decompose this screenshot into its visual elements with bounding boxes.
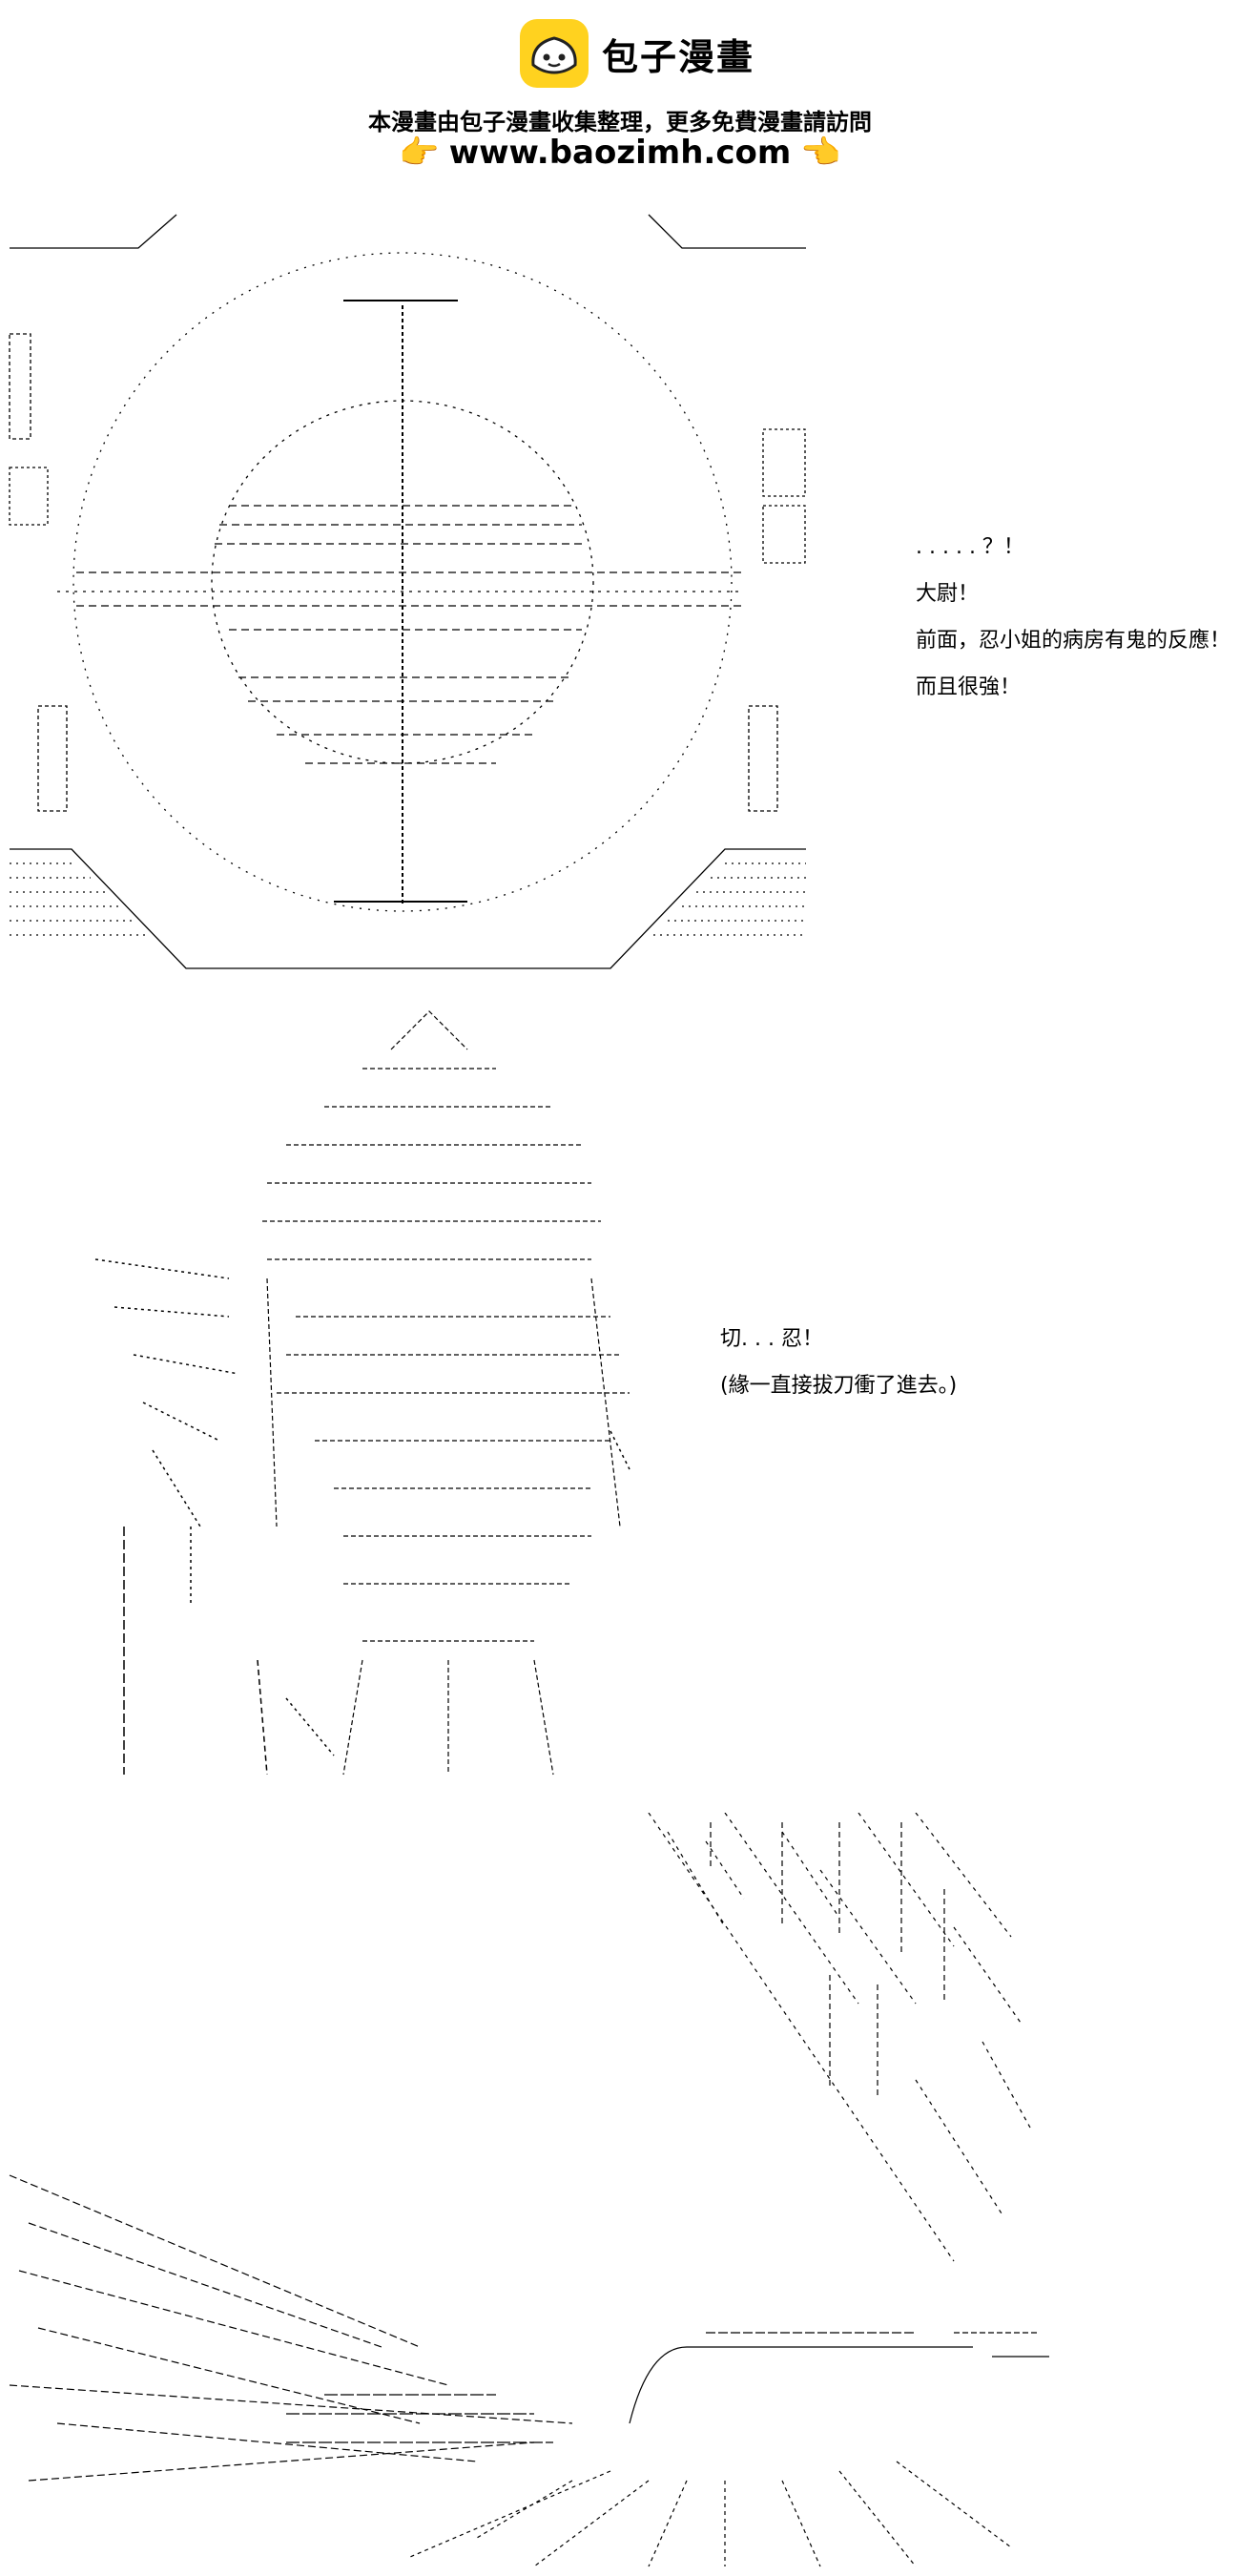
site-url[interactable]: 👉www.baozimh.com👈 bbox=[0, 134, 1240, 172]
panel-swordsman: 切. . . 忍！ (緣一直接拔刀衝了進去。) bbox=[0, 992, 1240, 1813]
site-header: 包子漫畫 本漫畫由包子漫畫收集整理，更多免費漫畫請訪問 👉www.baozimh… bbox=[0, 0, 1240, 181]
panel-scope: . . . . . ？！ 大尉！ 前面，忍小姐的病房有鬼的反應！ 而且很強！ bbox=[0, 181, 1240, 992]
pointing-right-icon: 👉 bbox=[399, 134, 440, 172]
swordsman-ascii-art bbox=[94, 1010, 630, 1776]
dialog-line: . . . . . ？！ bbox=[916, 535, 1024, 559]
bun-logo-icon bbox=[520, 19, 589, 88]
logo-text: 包子漫畫 bbox=[602, 35, 755, 78]
slash-ascii-art bbox=[9, 1813, 1049, 2567]
pointing-left-icon: 👈 bbox=[800, 134, 841, 172]
dialog-line: 而且很強！ bbox=[916, 675, 1022, 699]
panel2-dialog: 切. . . 忍！ (緣一直接拔刀衝了進去。) bbox=[720, 1329, 957, 1423]
dialog-line: 切. . . 忍！ bbox=[720, 1327, 823, 1351]
scope-ascii-art bbox=[9, 214, 806, 969]
dialog-line: 前面，忍小姐的病房有鬼的反應！ bbox=[916, 629, 1231, 653]
site-tagline: 本漫畫由包子漫畫收集整理，更多免費漫畫請訪問 bbox=[368, 109, 872, 135]
site-logo[interactable]: 包子漫畫 bbox=[520, 19, 754, 88]
panel-slash bbox=[0, 1813, 1240, 2576]
panel1-dialog: . . . . . ？！ 大尉！ 前面，忍小姐的病房有鬼的反應！ 而且很強！ bbox=[916, 537, 1230, 724]
site-url-text[interactable]: www.baozimh.com bbox=[448, 134, 792, 172]
dialog-line: (緣一直接拔刀衝了進去。) bbox=[720, 1374, 958, 1398]
dialog-line: 大尉！ bbox=[916, 582, 980, 606]
